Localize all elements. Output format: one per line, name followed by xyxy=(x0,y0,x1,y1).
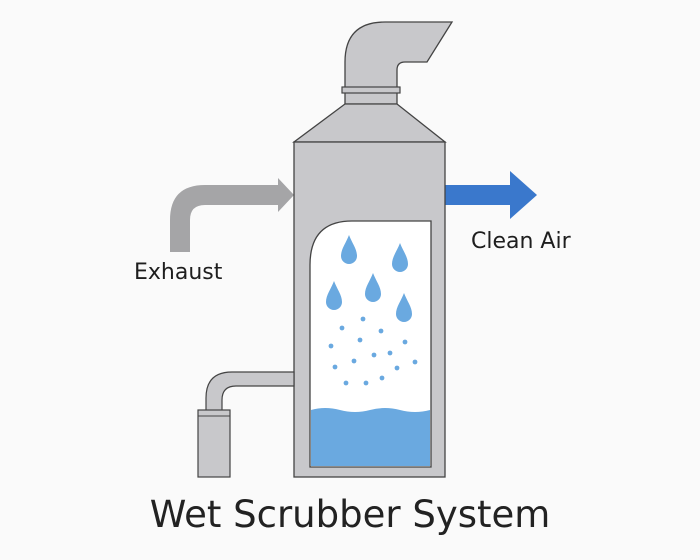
clean-air-label: Clean Air xyxy=(471,229,571,254)
water-drop-icon xyxy=(392,243,408,272)
diagram-title: Wet Scrubber System xyxy=(149,493,551,536)
exhaust-stack-pipe xyxy=(344,21,454,105)
mist-dot xyxy=(371,352,377,358)
mist-dot xyxy=(343,380,349,386)
clean-air-arrow xyxy=(445,171,537,219)
mist-dot xyxy=(328,343,334,349)
collection-tank xyxy=(197,409,231,478)
mist-dot xyxy=(332,364,338,370)
water-drop-icon xyxy=(365,273,381,302)
mist-dot xyxy=(360,316,366,322)
water-droplets xyxy=(326,235,412,322)
water-mist xyxy=(328,316,418,386)
stack-collar xyxy=(341,86,401,94)
exhaust-inlet-arrow xyxy=(170,178,294,252)
mist-dot xyxy=(339,325,345,331)
water-drop-icon xyxy=(326,281,342,310)
mist-dot xyxy=(402,339,408,345)
mist-dot xyxy=(394,365,400,371)
water-drop-icon xyxy=(341,235,357,264)
mist-dot xyxy=(357,337,363,343)
mist-dot xyxy=(379,375,385,381)
water-pool xyxy=(311,408,430,466)
mist-dot xyxy=(351,358,357,364)
mist-dot xyxy=(378,328,384,334)
exhaust-label: Exhaust xyxy=(134,260,223,285)
mist-dot xyxy=(412,359,418,365)
scrubber-roof xyxy=(292,103,447,143)
mist-dot xyxy=(363,380,369,386)
mist-dot xyxy=(387,350,393,356)
drain-pipe xyxy=(205,371,295,413)
scrubber-window xyxy=(309,220,432,468)
water-drop-icon xyxy=(396,293,412,322)
